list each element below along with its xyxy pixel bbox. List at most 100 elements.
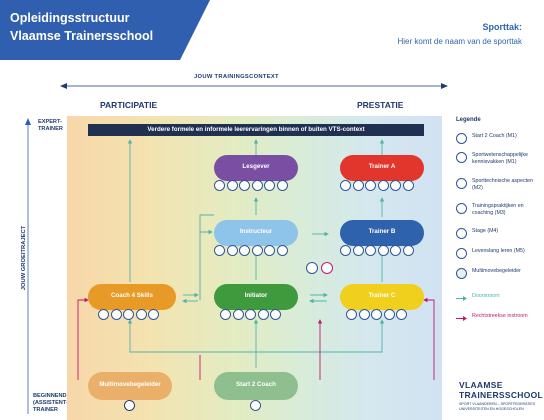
lifelong-icon [276, 245, 288, 256]
node-instructeur[interactable]: Instructeur [214, 220, 298, 246]
stage-icon [456, 228, 467, 239]
node-trainer-b[interactable]: Trainer B [340, 220, 424, 246]
sport-label: Sporttak: [482, 22, 522, 32]
page-title-line2: Vlaamse Trainersschool [10, 29, 154, 43]
stage-icon [251, 180, 263, 191]
legend-item-label: Start 2 Coach (M1) [472, 133, 517, 139]
science-icon [214, 180, 225, 191]
growth-axis-arrow [25, 118, 31, 414]
technique-icon [226, 180, 238, 191]
legend-item: Stage (M4) [456, 228, 542, 239]
legend-item: Trainingspraktijken en coaching (M3) [456, 203, 542, 216]
coaching-icon [239, 245, 250, 256]
node-trainer-c-label: Trainer C [368, 292, 396, 299]
stage-icon [377, 245, 389, 256]
legend-item-label: Levenslang leren (M5) [472, 248, 525, 254]
stage-icon [377, 180, 389, 191]
technique-icon [352, 180, 364, 191]
coaching-icon [123, 309, 134, 320]
node-initiator[interactable]: Initiator [214, 284, 298, 310]
technique-icon [226, 245, 238, 256]
header-banner [0, 0, 210, 60]
node-start2coach-label: Start 2 Coach [236, 381, 276, 388]
science-icon [340, 245, 351, 256]
lifelong-icon [390, 180, 401, 191]
lifelong-icon [264, 180, 275, 191]
legend-item: Rechtstreekse instroom [456, 313, 542, 324]
node-instructeur-label: Instructeur [239, 228, 273, 235]
initiator-module-icons [220, 309, 281, 320]
arrow-magenta-icon [456, 316, 467, 321]
coaching-icon [371, 309, 382, 320]
science-icon [214, 245, 225, 256]
node-multimovebegeleider[interactable]: Multimovebegeleider [88, 372, 172, 400]
expert-line2: TRAINER [38, 126, 63, 132]
stage-icon [383, 309, 395, 320]
beginner-line3: TRAINER [33, 407, 58, 413]
node-coach4-label: Coach 4 Skills [111, 292, 153, 299]
node-trainer-c[interactable]: Trainer C [340, 284, 424, 310]
beginner-label: BEGINNEND (ASSISTENT-) TRAINER [33, 393, 70, 414]
node-initiator-label: Initiator [244, 292, 268, 299]
beginner-line2: (ASSISTENT-) [33, 400, 70, 406]
legend-item: Sporttechnische aspecten (M2) [456, 178, 542, 191]
context-arrow [60, 83, 448, 89]
legend-item-label: Multimovebegeleider [472, 268, 521, 274]
legend-item: Levenslang leren (M5) [456, 248, 542, 259]
science-icon [220, 309, 231, 320]
lesgever-module-icons [214, 180, 288, 191]
prestatie-label: PRESTATIE [357, 100, 404, 110]
lifelong-icon [264, 245, 275, 256]
legend-item-label: Rechtstreekse instroom [472, 313, 528, 319]
stage-icon [251, 245, 263, 256]
science-icon [456, 152, 467, 163]
lifelong-icon [402, 180, 414, 191]
node-start-2-coach[interactable]: Start 2 Coach [214, 372, 298, 400]
node-multimove-label: Multimovebegeleider [99, 381, 161, 388]
trainer-b-module-icons [340, 245, 414, 256]
lifelong-icon [276, 180, 288, 191]
context-label: JOUW TRAININGSCONTEXT [190, 74, 283, 80]
science-icon [98, 309, 109, 320]
lifelong-icon [148, 309, 159, 320]
stage-icon [257, 309, 269, 320]
lifelong-icon [402, 245, 414, 256]
expert-line1: EXPERT- [38, 119, 62, 125]
science-icon [346, 309, 357, 320]
trainer-a-module-icons [340, 180, 414, 191]
start2coach-icon [250, 400, 261, 411]
participatie-label: PARTICIPATIE [100, 100, 158, 110]
start2coach-module-icons [250, 400, 261, 411]
technique-icon [352, 245, 364, 256]
node-trainer-a[interactable]: Trainer A [340, 155, 424, 181]
legend-item: Sportwetenschappelijke kennisvakken (M1) [456, 152, 542, 165]
technique-icon [232, 309, 244, 320]
legend-item-label: Stage (M4) [472, 228, 499, 234]
logo-line3: SPORT VLAANDEREN – SPORTFEDERATIES UNIVE… [459, 402, 536, 411]
node-lesgever[interactable]: Lesgever [214, 155, 298, 181]
further-learning-banner: Verdere formele en informele leerervarin… [88, 124, 424, 136]
technique-icon [110, 309, 122, 320]
legend-item-label: Doorstroom [472, 293, 500, 299]
legend-item-label: Trainingspraktijken en coaching (M3) [472, 203, 524, 216]
lifelong-icon [270, 309, 281, 320]
coaching-icon [365, 245, 376, 256]
logo-line1: VLAAMSE [459, 380, 503, 390]
trainer-c-module-icons [346, 309, 407, 320]
arrow-teal-icon [456, 296, 467, 301]
legend-item: Doorstroom [456, 293, 542, 304]
coach4-module-icons [98, 309, 159, 320]
sport-value: Hier komt de naam van de sporttak [397, 37, 522, 46]
coaching-icon [239, 180, 250, 191]
legend-item-label: Sporttechnische aspecten (M2) [472, 178, 533, 191]
technique-icon [456, 178, 467, 189]
legend-item: Start 2 Coach (M1) [456, 133, 542, 144]
node-coach-4-skills[interactable]: Coach 4 Skills [88, 284, 176, 310]
legend-item: Multimovebegeleider [456, 268, 542, 279]
lifelong-icon [396, 309, 407, 320]
multimove-module-icons [124, 400, 135, 411]
technique-icon [358, 309, 370, 320]
start2coach-icon [456, 133, 467, 144]
node-trainer-a-label: Trainer A [368, 163, 396, 170]
